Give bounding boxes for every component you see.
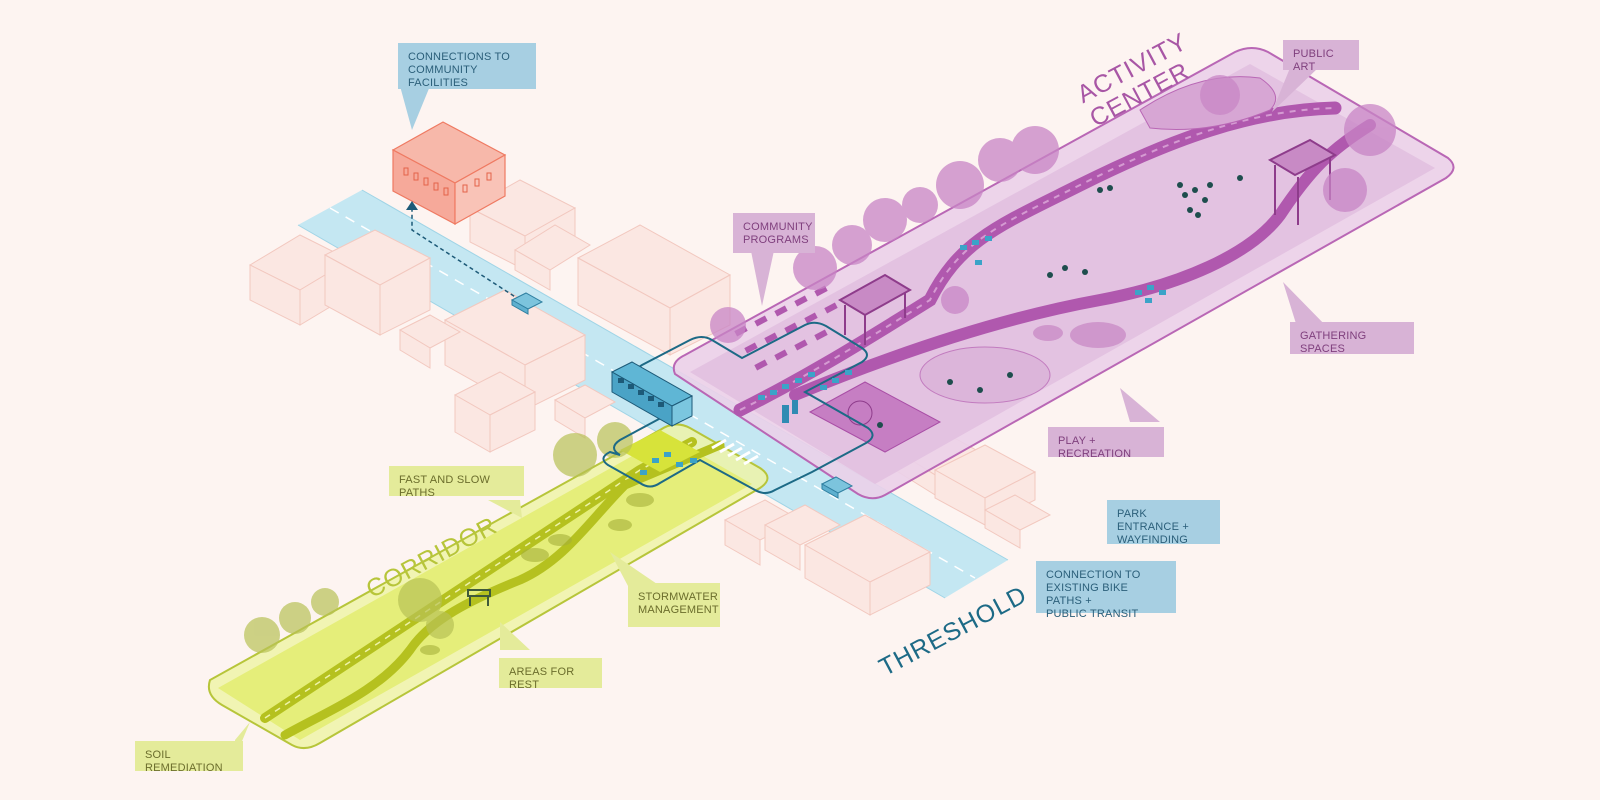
callout-community-facilities: CONNECTIONS TO COMMUNITY FACILITIES [398, 43, 536, 89]
callout-stormwater: STORMWATER MANAGEMENT [628, 583, 720, 627]
tree-icon [710, 75, 1396, 343]
callout-soil-remediation: SOIL REMEDIATION [135, 741, 243, 774]
bus-icon [610, 361, 694, 427]
context-buildings [248, 179, 1052, 616]
callout-gathering-spaces: GATHERING SPACES [1290, 322, 1414, 355]
callout-bike-transit: CONNECTION TO EXISTING BIKE PATHS + PUBL… [1036, 561, 1176, 620]
pergola-icon [838, 138, 1338, 345]
activity-center-zone [672, 47, 1455, 500]
callout-play-recreation: PLAY + RECREATION [1048, 427, 1164, 460]
callout-community-programs: COMMUNITY PROGRAMS [733, 213, 815, 253]
callout-fast-slow-paths: FAST AND SLOW PATHS [389, 466, 524, 499]
callout-pointers [235, 68, 1330, 758]
callout-park-entrance: PARK ENTRANCE + WAYFINDING [1107, 500, 1220, 546]
sign-icon [782, 400, 798, 423]
community-facility-building [391, 121, 521, 301]
callout-areas-for-rest: AREAS FOR REST [499, 658, 602, 691]
callout-public-art: PUBLIC ART [1283, 40, 1359, 73]
car-icon [510, 292, 854, 499]
tree-icon [244, 422, 633, 653]
bench-icon [467, 589, 491, 606]
person-icon [322, 175, 1243, 693]
